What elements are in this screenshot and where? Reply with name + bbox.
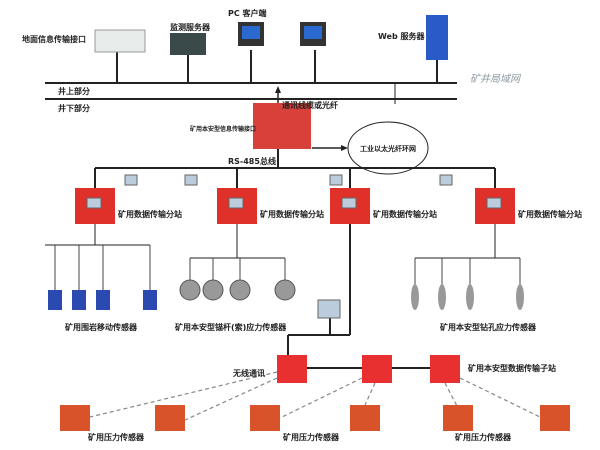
ring-network — [347, 121, 429, 175]
substation-label: 矿用本安型数据传输子站 — [468, 364, 556, 373]
pc-client-label: PC 客户端 — [228, 9, 267, 18]
below-label: 井下部分 — [58, 104, 90, 113]
rock-sensors — [48, 290, 157, 310]
monitor-server-label: 监测服务器 — [170, 23, 210, 32]
pressure-sensor-label-2: 矿用压力传感器 — [283, 433, 339, 442]
station-label-2: 矿用数据传输分站 — [260, 210, 324, 219]
web-server-label: Web 服务器 — [378, 32, 425, 41]
rock-sensor-label: 矿用围岩移动传感器 — [65, 323, 137, 332]
mine-interface-device — [253, 103, 311, 149]
station-label-3: 矿用数据传输分站 — [373, 210, 437, 219]
pressure-sensors — [60, 405, 570, 431]
station-label-1: 矿用数据传输分站 — [118, 210, 182, 219]
monitor-server-device — [170, 33, 206, 55]
station-label-4: 矿用数据传输分站 — [518, 210, 582, 219]
pressure-sensor-label-1: 矿用压力传感器 — [88, 433, 144, 442]
anchor-sensors — [179, 279, 296, 301]
above-label: 井上部分 — [58, 87, 90, 96]
pressure-sensor-label-3: 矿用压力传感器 — [455, 433, 511, 442]
ring-label: 工业以太光纤环网 — [360, 145, 416, 153]
wireless-label: 无线通讯 — [233, 369, 265, 378]
mine-interface-label: 矿用本安型信息传输接口 — [190, 126, 257, 133]
lan-label: 矿井局域网 — [470, 74, 520, 85]
anchor-sensor-label: 矿用本安型锚杆(索)应力传感器 — [175, 323, 287, 332]
web-server-device — [426, 15, 448, 60]
drill-sensors — [411, 284, 524, 310]
ground-interface-device — [94, 29, 146, 53]
rs485-label: RS-485总线 — [228, 157, 276, 166]
drill-sensor-label: 矿用本安型钻孔应力传感器 — [440, 323, 536, 332]
ground-interface-label: 地面信息传输接口 — [22, 35, 86, 44]
substations — [277, 355, 460, 383]
cable-label: 通讯线缆或光纤 — [282, 101, 338, 110]
